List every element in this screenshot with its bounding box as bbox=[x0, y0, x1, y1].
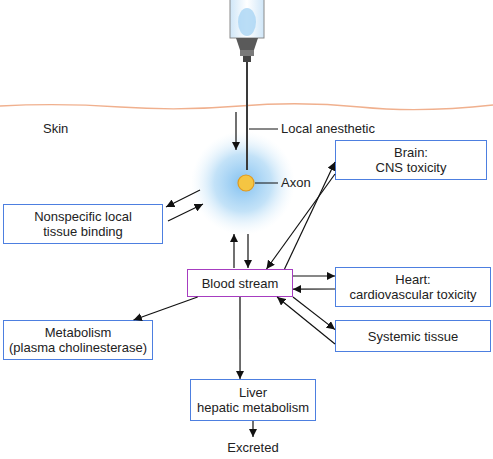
hub-box: Blood stream bbox=[187, 269, 293, 297]
flow-arrow bbox=[267, 174, 336, 269]
flow-arrow bbox=[233, 234, 234, 268]
part-label: Local anesthetic bbox=[281, 121, 375, 136]
needle bbox=[246, 62, 248, 170]
end-text: Excreted bbox=[213, 437, 293, 457]
skin-line bbox=[0, 104, 493, 110]
node-text: Blood stream bbox=[202, 276, 279, 291]
syringe-fluid bbox=[238, 8, 256, 36]
part-label: Axon bbox=[281, 175, 311, 190]
node-text: Heart: bbox=[395, 272, 430, 287]
effect-box: Brain:CNS toxicity bbox=[335, 140, 487, 180]
flow-arrow bbox=[168, 204, 203, 221]
flow-arrow bbox=[293, 288, 335, 289]
node-text: (plasma cholinesterase) bbox=[9, 340, 147, 355]
node-text: Excreted bbox=[227, 440, 278, 455]
effect-box: Heart:cardiovascular toxicity bbox=[335, 267, 491, 307]
leader-line bbox=[255, 183, 278, 184]
syringe-tip bbox=[243, 56, 251, 62]
anesthetic-spread bbox=[191, 131, 295, 235]
axon-symbol bbox=[238, 175, 254, 191]
node-text: Systemic tissue bbox=[368, 329, 458, 344]
node-text: CNS toxicity bbox=[376, 160, 447, 175]
node-text: Nonspecific local tissue binding bbox=[24, 209, 142, 239]
flow-arrow bbox=[277, 297, 335, 344]
process-box: Metabolism(plasma cholinesterase) bbox=[3, 320, 153, 360]
injection-arrow bbox=[235, 112, 236, 150]
flow-arrow bbox=[293, 297, 335, 330]
flow-arrow bbox=[166, 190, 200, 207]
node-text: hepatic metabolism bbox=[197, 400, 309, 415]
flow-arrow bbox=[293, 275, 335, 276]
flow-arrow bbox=[247, 234, 248, 268]
layer-label: Skin bbox=[43, 121, 68, 136]
syringe-hub bbox=[236, 38, 258, 50]
process-box: Nonspecific local tissue binding bbox=[3, 204, 163, 244]
node-text: Brain: bbox=[394, 145, 428, 160]
node-text: Liver bbox=[239, 385, 267, 400]
effect-box: Systemic tissue bbox=[335, 320, 491, 352]
flow-arrow bbox=[134, 297, 198, 320]
flow-arrow bbox=[252, 421, 253, 437]
syringe-barrel bbox=[230, 0, 264, 38]
flow-arrow bbox=[239, 297, 240, 379]
process-box: Liverhepatic metabolism bbox=[190, 379, 316, 421]
syringe-hub bbox=[240, 50, 254, 56]
node-text: cardiovascular toxicity bbox=[349, 287, 476, 302]
leader-line bbox=[249, 129, 278, 130]
node-text: Metabolism bbox=[45, 325, 111, 340]
